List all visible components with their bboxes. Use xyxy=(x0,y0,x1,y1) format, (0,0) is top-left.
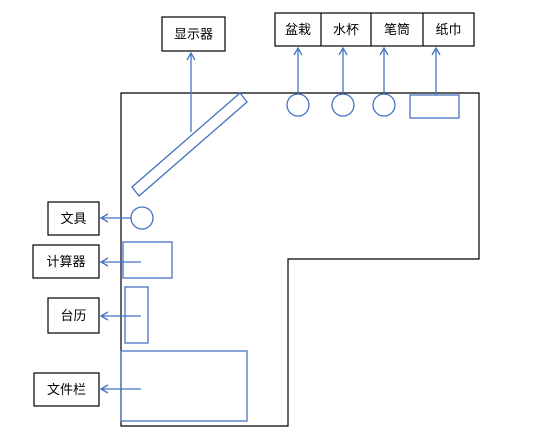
label-tissue: 纸巾 xyxy=(435,23,461,38)
stationery-shape xyxy=(130,206,154,230)
pen-holder-shape xyxy=(372,93,396,117)
desk-outline xyxy=(120,92,480,427)
label-stationery: 文具 xyxy=(47,201,100,236)
label-desk-calendar: 台历 xyxy=(47,297,100,334)
label-calculator: 计算器 xyxy=(32,244,100,279)
label-plant-pot: 盆栽 xyxy=(285,22,311,38)
tissue-shape xyxy=(409,94,460,119)
svg-text:文具: 文具 xyxy=(60,212,86,227)
plant-pot-shape xyxy=(286,93,310,117)
label-pen-holder: 笔筒 xyxy=(384,22,410,38)
label-water-cup: 水杯 xyxy=(333,23,359,38)
svg-text:台历: 台历 xyxy=(60,309,86,324)
svg-text:显示器: 显示器 xyxy=(174,28,213,43)
label-monitor: 显示器 xyxy=(161,16,226,52)
label-file-rack: 文件栏 xyxy=(33,372,100,407)
label-top-group: 盆栽 水杯 笔筒 纸巾 xyxy=(274,12,475,47)
monitor-shape xyxy=(131,92,248,197)
svg-text:计算器: 计算器 xyxy=(46,255,85,270)
svg-text:文件栏: 文件栏 xyxy=(47,383,86,398)
calculator-shape xyxy=(122,241,173,279)
water-cup-shape xyxy=(331,93,355,117)
file-rack-shape xyxy=(120,350,248,422)
desk-calendar-shape xyxy=(124,286,149,344)
